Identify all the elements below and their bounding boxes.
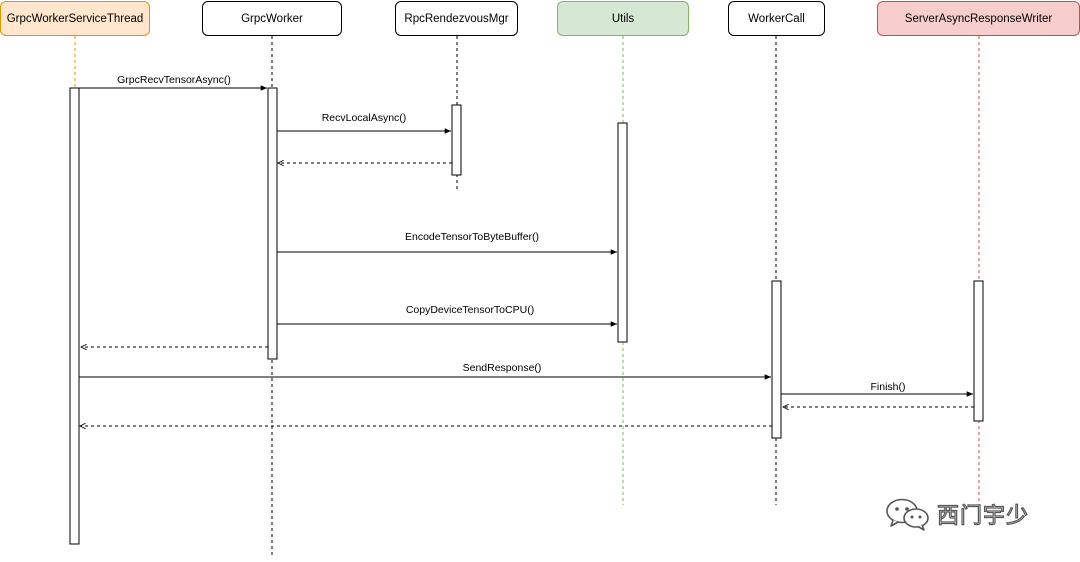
label-encode-tensor-to-byte-buffer: EncodeTensorToByteBuffer() [404, 231, 540, 243]
participant-grpc-worker-service-thread: GrpcWorkerServiceThread [0, 1, 150, 36]
watermark: 西门宇少 [885, 497, 1029, 531]
participant-utils: Utils [557, 1, 689, 36]
activation-rpc-rendezvous-mgr [451, 104, 462, 176]
participant-server-async-response-writer: ServerAsyncResponseWriter [877, 1, 1080, 36]
activation-worker-call [771, 280, 782, 439]
activation-grpc-worker-service-thread [69, 87, 80, 545]
watermark-text: 西门宇少 [936, 503, 1030, 529]
label-grpc-recv-tensor-async: GrpcRecvTensorAsync() [117, 74, 231, 86]
label-finish: Finish() [870, 381, 906, 393]
activation-server-async-response-writer [973, 280, 984, 422]
label-copy-device-tensor-to-cpu: CopyDeviceTensorToCPU() [405, 304, 535, 316]
activation-utils [617, 122, 628, 343]
participant-rpc-rendezvous-mgr: RpcRendezvousMgr [395, 1, 518, 36]
activation-grpc-worker [267, 87, 278, 360]
label-send-response: SendResponse() [462, 362, 542, 374]
wechat-icon [886, 498, 929, 531]
participant-worker-call: WorkerCall [728, 1, 825, 36]
participant-grpc-worker: GrpcWorker [202, 1, 342, 36]
label-recv-local-async: RecvLocalAsync() [321, 112, 407, 124]
